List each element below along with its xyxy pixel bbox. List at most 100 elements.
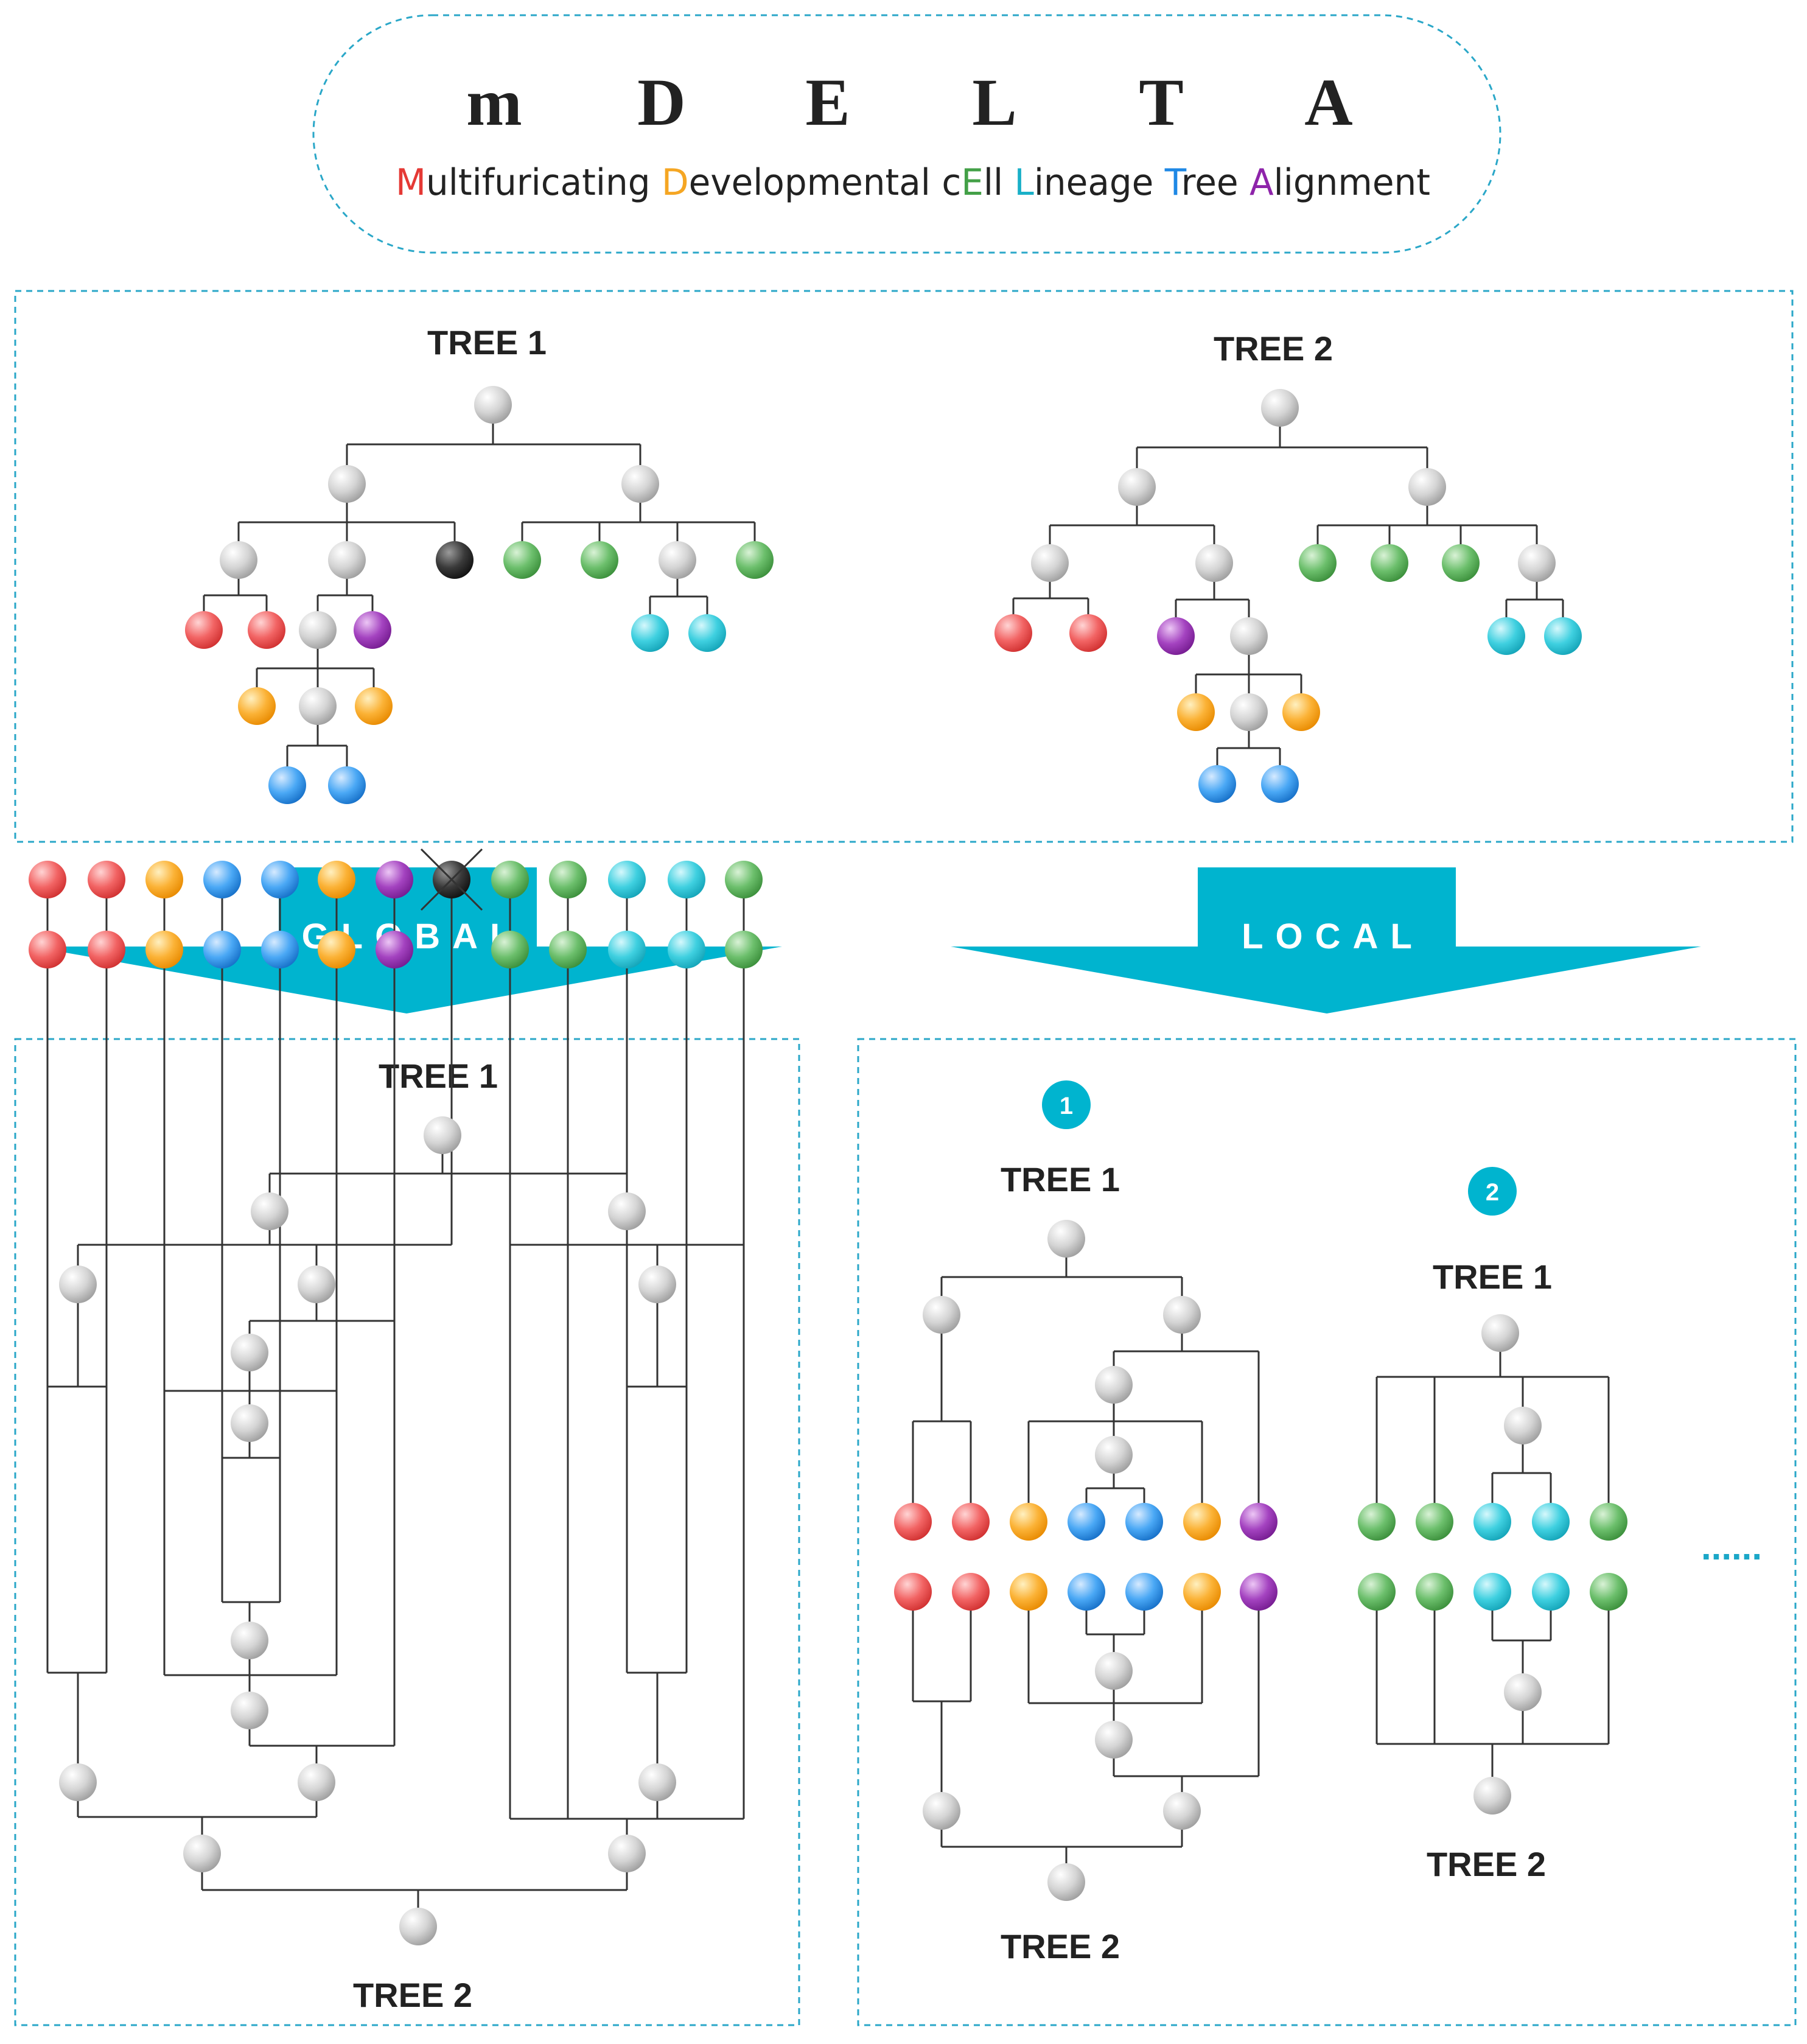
orange-cell-node: [1010, 1573, 1047, 1611]
red-cell-node: [1069, 614, 1107, 652]
ellipsis: ......: [1701, 1527, 1762, 1567]
black-cell-node: [436, 541, 474, 579]
cyan-cell-node: [608, 931, 646, 968]
tree-nodes: [29, 386, 1627, 1945]
tree-edge: [248, 950, 396, 1782]
subtitle-part: ineage: [1034, 161, 1165, 204]
gray-cell-node: [220, 541, 257, 579]
green-cell-node: [549, 931, 587, 968]
green-cell-node: [725, 861, 763, 898]
purple-cell-node: [376, 931, 413, 968]
gray-cell-node: [298, 1265, 335, 1303]
orange-cell-node: [1010, 1503, 1047, 1541]
orange-cell-node: [1183, 1503, 1221, 1541]
tree-edge: [1491, 1592, 1552, 1692]
purple-cell-node: [1240, 1573, 1277, 1611]
input-tree2-label: TREE 2: [1214, 329, 1333, 368]
gray-cell-node: [923, 1296, 960, 1334]
purple-cell-node: [376, 861, 413, 898]
gray-cell-node: [328, 541, 366, 579]
tree-edge: [46, 880, 108, 1388]
subtitle-part: lignment: [1274, 161, 1430, 204]
tree-edge: [1049, 487, 1215, 563]
gray-cell-node: [638, 1265, 676, 1303]
local1-tree2-label: TREE 2: [1001, 1927, 1120, 1965]
green-cell-node: [725, 931, 763, 968]
green-cell-node: [581, 541, 618, 579]
red-cell-node: [29, 861, 66, 898]
orange-cell-node: [145, 931, 183, 968]
gray-cell-node: [1230, 693, 1268, 731]
cyan-cell-node: [1544, 617, 1582, 655]
gray-cell-node: [474, 386, 512, 424]
gray-cell-node: [424, 1116, 461, 1154]
gray-cell-node: [1473, 1777, 1511, 1815]
orange-cell-node: [1183, 1573, 1221, 1611]
global-tree1-label: TREE 1: [379, 1057, 498, 1095]
badge-2-text: 2: [1486, 1179, 1499, 1206]
red-cell-node: [88, 861, 125, 898]
gray-cell-node: [1095, 1366, 1133, 1404]
title-subtitle: Multifuricating Developmental cEll Linea…: [396, 161, 1430, 204]
global-frame: [14, 1038, 800, 2026]
input-tree1-label: TREE 1: [427, 323, 547, 362]
tree-edge: [286, 706, 348, 785]
cyan-cell-node: [688, 614, 726, 652]
blue-cell-node: [203, 931, 241, 968]
orange-cell-node: [1177, 693, 1215, 731]
title-letter-m: m: [466, 65, 522, 139]
deletion-cross-icon: [420, 848, 483, 911]
red-cell-node: [185, 611, 223, 649]
gray-cell-node: [183, 1835, 221, 1872]
cyan-cell-node: [668, 861, 705, 898]
gray-cell-node: [299, 687, 337, 725]
gray-cell-node: [1047, 1220, 1085, 1258]
red-cell-node: [29, 931, 66, 968]
badge-2: 2: [1468, 1167, 1517, 1216]
blue-cell-node: [328, 766, 366, 804]
cyan-cell-node: [1532, 1503, 1570, 1541]
red-cell-node: [894, 1503, 932, 1541]
subtitle-part: ultifuricating: [426, 161, 662, 204]
tree-edge: [268, 1135, 628, 1211]
green-cell-node: [1299, 544, 1337, 582]
green-cell-node: [503, 541, 541, 579]
deletion-mark: [420, 848, 483, 911]
subtitle-part: A: [1250, 161, 1274, 204]
green-cell-node: [1442, 544, 1480, 582]
tree-edge: [1136, 408, 1428, 487]
gray-cell-node: [1195, 544, 1233, 582]
cyan-cell-node: [1532, 1573, 1570, 1611]
subtitle-part: ree: [1181, 161, 1250, 204]
green-cell-node: [1358, 1503, 1396, 1541]
orange-cell-node: [355, 687, 393, 725]
tree-edge: [626, 880, 688, 1388]
title-letter-e: E: [805, 65, 850, 139]
red-cell-node: [952, 1503, 990, 1541]
input-trees-frame: [14, 290, 1794, 843]
gray-cell-node: [1518, 544, 1556, 582]
red-cell-node: [952, 1573, 990, 1611]
gray-cell-node: [328, 465, 366, 503]
local1-tree1-label: TREE 1: [1001, 1160, 1120, 1199]
gray-cell-node: [1163, 1296, 1201, 1334]
tree-edge: [1113, 1592, 1260, 1811]
tree-edge: [221, 950, 281, 1640]
green-cell-node: [1590, 1503, 1627, 1541]
gray-cell-node: [399, 1908, 437, 1945]
gray-cell-node: [59, 1763, 97, 1801]
orange-cell-node: [238, 687, 276, 725]
green-cell-node: [1371, 544, 1408, 582]
gray-cell-node: [1031, 544, 1069, 582]
tree-edge: [346, 405, 641, 484]
blue-cell-node: [268, 766, 306, 804]
red-cell-node: [994, 614, 1032, 652]
green-cell-node: [736, 541, 774, 579]
gray-cell-node: [1408, 468, 1446, 506]
gray-cell-node: [638, 1763, 676, 1801]
green-cell-node: [1416, 1503, 1453, 1541]
subtitle-part: D: [662, 161, 689, 204]
subtitle-part: L: [1015, 161, 1035, 204]
gray-cell-node: [659, 541, 696, 579]
cyan-cell-node: [1487, 617, 1525, 655]
